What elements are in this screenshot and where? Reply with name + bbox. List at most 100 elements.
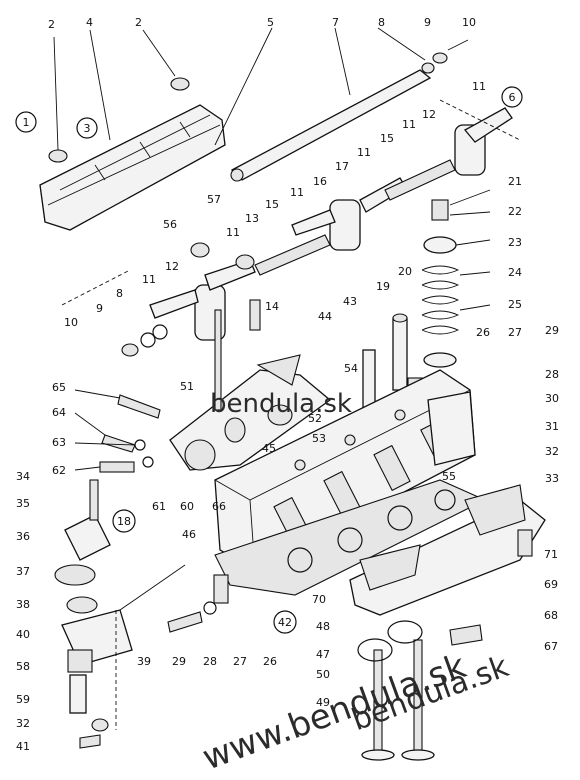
part-label: 13 [245,212,259,225]
valves [357,620,435,761]
part-label: 27 [508,326,522,339]
part-labels-middle: 65 51 54 52 45 53 64 63 62 61 60 66 46 5… [16,362,559,753]
part-label: 55 [442,470,456,483]
part-label: 4 [86,16,93,29]
part-label: 70 [312,593,326,606]
part-labels-bottom: 29 28 27 26 70 48 47 50 49 71 69 68 67 [172,548,558,709]
part-label: 9 [424,16,431,29]
part-label: 29 [172,655,186,668]
part-label: 41 [16,740,30,753]
part-label: 58 [16,660,30,673]
part-label: 69 [544,578,558,591]
part-label: 46 [182,528,196,541]
part-label: 19 [376,280,390,293]
part-label: 38 [16,598,30,611]
part-label: 29 [545,324,559,337]
part-label: 68 [544,609,558,622]
part-labels-top: 2 4 2 5 7 8 9 10 11 12 11 15 17 11 16 21… [48,16,522,311]
group-label-1: 1 [23,116,30,129]
part-label: 20 [398,265,412,278]
part-label: 8 [116,287,123,300]
bolts-left [99,394,161,473]
part-label: 23 [508,236,522,249]
group-label-6: 6 [509,91,516,104]
part-label: 36 [16,530,30,543]
part-label: 71 [544,548,558,561]
part-label: 39 [137,655,151,668]
part-label: 26 [476,326,490,339]
part-label: 11 [402,118,416,131]
watermark-top: bendula.sk [210,389,352,419]
part-label: 11 [142,273,156,286]
part-label: 53 [312,432,326,445]
part-label: 17 [335,160,349,173]
part-label: 51 [180,380,194,393]
part-label: 57 [207,193,221,206]
part-label: 24 [508,266,522,279]
part-label: 31 [545,420,559,433]
part-label: 35 [16,497,30,510]
thermostat-housing [54,479,133,749]
part-label: 15 [380,132,394,145]
part-label: 22 [508,205,522,218]
part-label: 52 [308,412,322,425]
part-label: 28 [203,655,217,668]
part-label: 64 [52,406,66,419]
part-label: 11 [472,80,486,93]
part-label: 47 [316,648,330,661]
part-label: 14 [265,300,279,313]
part-label: 61 [152,500,166,513]
part-label: 49 [316,696,330,709]
part-label: 66 [212,500,226,513]
group-label-18: 18 [117,515,131,528]
part-label: 43 [343,295,357,308]
part-label: 11 [226,226,240,239]
part-label: 54 [344,362,358,375]
part-label: 26 [263,655,277,668]
part-label: 33 [545,472,559,485]
part-label: 2 [48,18,55,31]
part-label: 10 [64,316,78,329]
part-label: 16 [313,175,327,188]
group-labels: 1 3 6 18 42 [15,86,523,634]
part-label: 11 [290,186,304,199]
part-label: 48 [316,620,330,633]
part-label: 40 [16,628,30,641]
part-labels-left: 56 57 13 11 12 15 11 8 9 10 14 11 20 19 … [64,186,559,381]
part-label: 65 [52,381,66,394]
part-label: 67 [544,640,558,653]
rocker-shaft [230,39,469,182]
part-label: 56 [163,218,177,231]
part-label: 2 [135,16,142,29]
side-plate [427,391,476,466]
part-label: 34 [16,470,30,483]
part-label: 12 [165,260,179,273]
valve-cover [39,77,226,231]
part-label: 10 [462,16,476,29]
part-label: 59 [16,693,30,706]
intake-manifold [169,309,332,471]
part-label: 11 [357,146,371,159]
part-label: 5 [267,16,274,29]
exhaust-manifold [349,484,546,616]
part-label: 7 [332,16,339,29]
part-label: 63 [52,436,66,449]
part-label: 27 [233,655,247,668]
part-label: 12 [422,108,436,121]
part-label: 25 [508,298,522,311]
rocker-arms-left [121,242,261,357]
part-label: 37 [16,565,30,578]
part-label: 62 [52,464,66,477]
part-label: 21 [508,175,522,188]
part-label: 60 [180,500,194,513]
part-label: 45 [262,442,276,455]
part-label: 32 [16,717,30,730]
part-label: 8 [378,16,385,29]
part-label: 50 [316,668,330,681]
group-label-42: 42 [278,616,292,629]
group-label-3: 3 [84,122,91,135]
part-label: 30 [545,392,559,405]
lower-bolts [167,574,483,646]
part-label: 44 [318,310,332,323]
